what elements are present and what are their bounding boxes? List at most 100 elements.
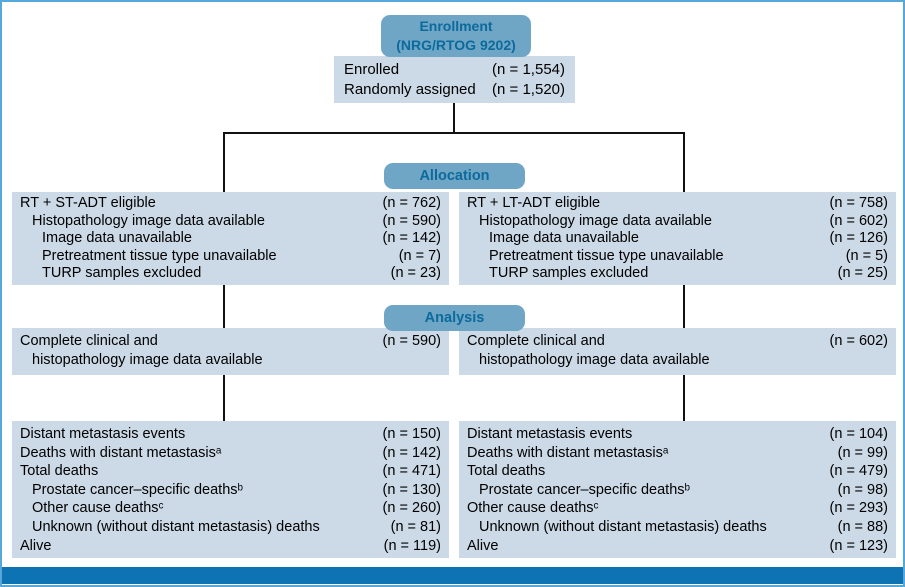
row-label: Image data unavailable (489, 230, 639, 246)
row-label: Complete clinical and (20, 333, 158, 349)
row-count: (n = 293) (829, 500, 888, 517)
row-count: (n = 130) (382, 481, 441, 498)
row-count: (n = 471) (382, 463, 441, 480)
row-count: (n = 602) (829, 212, 888, 229)
row-label: Total deaths (20, 463, 99, 480)
row-count: (n = 7) (398, 247, 441, 264)
flow-row: histopathology image data available (20, 351, 441, 370)
flow-row: Total deaths (n = 471) (20, 462, 441, 481)
row-count: (n = 142) (382, 444, 441, 461)
row-label: Alive (20, 537, 52, 554)
row-count: (n = 1,554) (492, 61, 565, 78)
flow-row: Pretreatment tissue type unavailable (n … (467, 248, 888, 266)
row-count: (n = 590) (382, 212, 441, 229)
outcomes-left-box: Distant metastasis events (n = 150) Deat… (12, 421, 449, 558)
allocation-right-box: RT + LT-ADT eligible (n = 758) Histopath… (459, 192, 896, 285)
analysis-left-box: Complete clinical and (n = 590) histopat… (12, 328, 449, 375)
flow-row: TURP samples excluded (n = 23) (20, 265, 441, 283)
enrollment-title-line1: Enrollment (419, 18, 493, 34)
row-label: RT + LT-ADT eligible (467, 195, 601, 211)
row-label: Total deaths (467, 463, 546, 480)
row-count: (n = 119) (383, 537, 441, 554)
row-label: Alive (467, 537, 499, 554)
flow-row: Pretreatment tissue type unavailable (n … (20, 248, 441, 266)
flow-row: Histopathology image data available (n =… (20, 213, 441, 231)
row-count: (n = 99) (837, 444, 888, 461)
row-count: (n = 150) (382, 426, 441, 442)
row-count: (n = 758) (829, 195, 888, 211)
row-label: Deaths with distant metastasisᵃ (467, 444, 669, 461)
row-label: Other cause deathsᶜ (467, 500, 599, 517)
row-count: (n = 25) (837, 265, 888, 281)
flow-row: Image data unavailable (n = 142) (20, 230, 441, 248)
flow-row: Alive (n = 119) (20, 537, 441, 556)
flow-row: Unknown (without distant metastasis) dea… (467, 518, 888, 537)
row-label: Pretreatment tissue type unavailable (489, 247, 724, 264)
flow-row: Alive (n = 123) (467, 537, 888, 556)
row-label: RT + ST-ADT eligible (20, 195, 156, 211)
row-label: Other cause deathsᶜ (32, 500, 164, 517)
row-label: Distant metastasis events (20, 426, 186, 442)
flow-row: Deaths with distant metastasisᵃ (n = 99) (467, 444, 888, 463)
flow-row: Distant metastasis events (n = 104) (467, 425, 888, 444)
row-count: (n = 81) (390, 518, 441, 535)
row-count: (n = 88) (837, 518, 888, 535)
row-label: histopathology image data available (32, 352, 263, 368)
row-count: (n = 123) (829, 537, 888, 554)
analysis-stage-pill: Analysis (384, 305, 525, 331)
row-count: (n = 1,520) (492, 81, 565, 98)
row-label: Deaths with distant metastasisᵃ (20, 444, 222, 461)
flow-row: Deaths with distant metastasisᵃ (n = 142… (20, 444, 441, 463)
flow-row: Other cause deathsᶜ (n = 293) (467, 499, 888, 518)
row-count: (n = 5) (845, 247, 888, 264)
row-label: Unknown (without distant metastasis) dea… (32, 518, 320, 535)
row-count: (n = 98) (837, 481, 888, 498)
row-label: Histopathology image data available (32, 212, 265, 229)
row-label: Enrolled (344, 61, 400, 78)
flow-row: Prostate cancer–specific deathsᵇ (n = 13… (20, 481, 441, 500)
allocation-title: Allocation (419, 168, 490, 184)
row-count: (n = 126) (829, 230, 888, 246)
row-count: (n = 104) (829, 426, 888, 442)
analysis-title: Analysis (424, 310, 485, 326)
row-count: (n = 590) (382, 333, 441, 349)
allocation-left-box: RT + ST-ADT eligible (n = 762) Histopath… (12, 192, 449, 285)
row-count: (n = 142) (382, 230, 441, 246)
row-label: Distant metastasis events (467, 426, 633, 442)
analysis-right-box: Complete clinical and (n = 602) histopat… (459, 328, 896, 375)
footer-accent-bar (2, 567, 903, 584)
flow-row: Histopathology image data available (n =… (467, 213, 888, 231)
row-label: TURP samples excluded (489, 265, 649, 281)
connector-line-horizontal-branch (223, 132, 685, 134)
flow-row: Total deaths (n = 479) (467, 462, 888, 481)
row-label: Prostate cancer–specific deathsᵇ (32, 481, 244, 498)
allocation-stage-pill: Allocation (384, 163, 525, 189)
flow-row: TURP samples excluded (n = 25) (467, 265, 888, 283)
row-label: histopathology image data available (479, 352, 710, 368)
connector-line-center-vertical (453, 98, 455, 134)
row-count: (n = 602) (829, 333, 888, 349)
flow-row: Prostate cancer–specific deathsᵇ (n = 98… (467, 481, 888, 500)
flow-row: histopathology image data available (467, 351, 888, 370)
row-label: Randomly assigned (344, 81, 476, 98)
row-label: TURP samples excluded (42, 265, 202, 281)
row-label: Unknown (without distant metastasis) dea… (479, 518, 767, 535)
row-label: Complete clinical and (467, 333, 605, 349)
outcomes-right-box: Distant metastasis events (n = 104) Deat… (459, 421, 896, 558)
flow-row: Complete clinical and (n = 590) (20, 332, 441, 351)
flow-row: Randomly assigned (n = 1,520) (344, 80, 565, 100)
enrollment-box: Enrolled (n = 1,554) Randomly assigned (… (334, 56, 575, 103)
row-label: Prostate cancer–specific deathsᵇ (479, 481, 691, 498)
row-label: Histopathology image data available (479, 212, 712, 229)
flow-row: Distant metastasis events (n = 150) (20, 425, 441, 444)
row-count: (n = 23) (390, 265, 441, 281)
flow-row: RT + ST-ADT eligible (n = 762) (20, 195, 441, 213)
row-count: (n = 762) (382, 195, 441, 211)
flow-row: Other cause deathsᶜ (n = 260) (20, 499, 441, 518)
row-label: Image data unavailable (42, 230, 192, 246)
row-count: (n = 479) (829, 463, 888, 480)
flow-row: Unknown (without distant metastasis) dea… (20, 518, 441, 537)
flow-row: Enrolled (n = 1,554) (344, 60, 565, 80)
flow-row: Complete clinical and (n = 602) (467, 332, 888, 351)
